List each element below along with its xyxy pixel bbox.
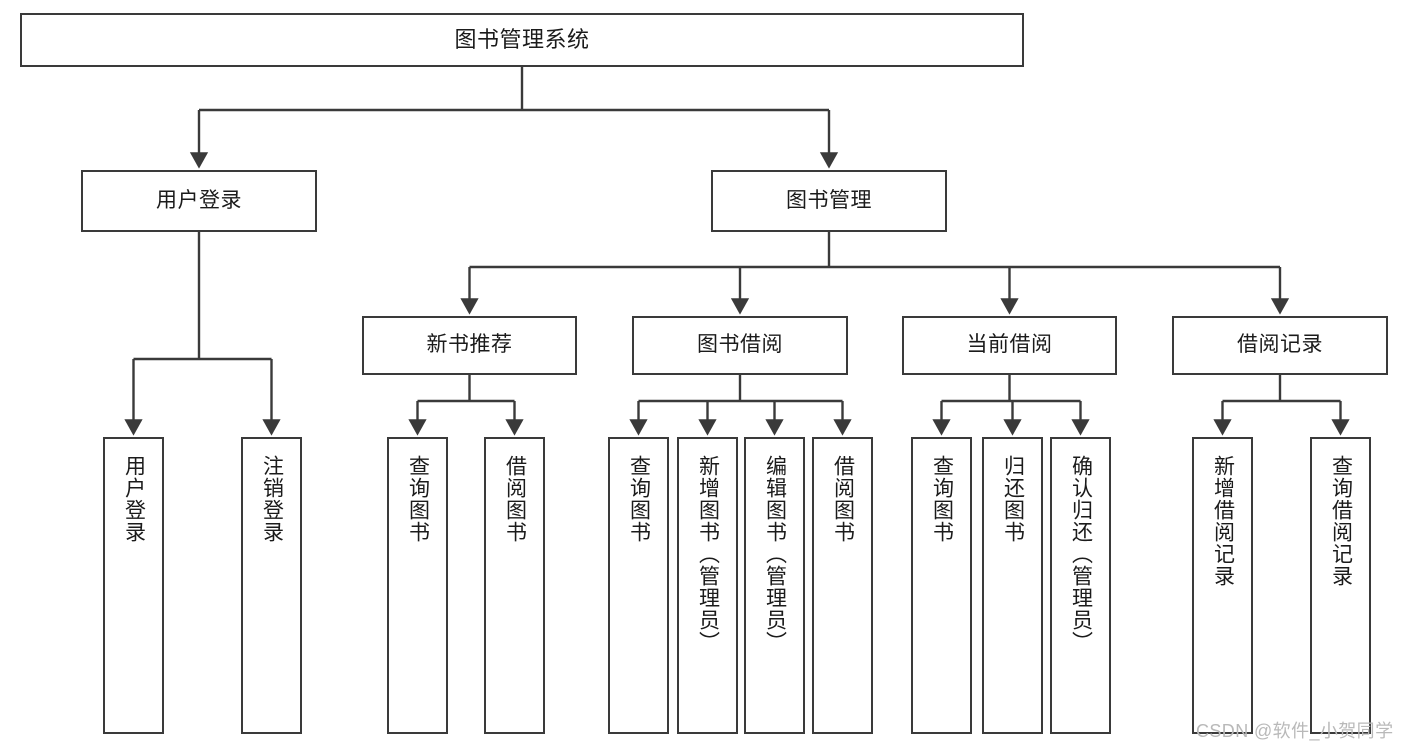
node-login[interactable]: 用户登录: [81, 170, 317, 232]
node-records[interactable]: 借阅记录: [1172, 316, 1388, 375]
node-leaf-login-2[interactable]: 注销登录: [241, 437, 302, 734]
node-label: 图书借阅: [697, 333, 783, 357]
node-leaf-borrow-2[interactable]: 新增图书（管理员）: [677, 437, 738, 734]
node-label: 当前借阅: [966, 333, 1053, 357]
node-leaf-new-1[interactable]: 查询图书: [387, 437, 448, 734]
node-leaf-borrow-3[interactable]: 编辑图书（管理员）: [744, 437, 805, 734]
node-leaf-cur-3[interactable]: 确认归还（管理员）: [1050, 437, 1111, 734]
node-newbook[interactable]: 新书推荐: [362, 316, 577, 375]
node-label: 注销登录: [260, 455, 284, 543]
node-label: 新增借阅记录: [1211, 455, 1235, 587]
node-leaf-borrow-4[interactable]: 借阅图书: [812, 437, 873, 734]
node-label: 借阅图书: [831, 455, 855, 543]
node-label: 新增图书（管理员）: [696, 455, 720, 653]
node-label: 用户登录: [122, 455, 146, 543]
node-leaf-cur-2[interactable]: 归还图书: [982, 437, 1043, 734]
node-bookmgmt[interactable]: 图书管理: [711, 170, 947, 232]
node-leaf-rec-1[interactable]: 新增借阅记录: [1192, 437, 1253, 734]
node-current[interactable]: 当前借阅: [902, 316, 1117, 375]
node-leaf-rec-2[interactable]: 查询借阅记录: [1310, 437, 1371, 734]
node-leaf-login-1[interactable]: 用户登录: [103, 437, 164, 734]
node-label: 查询图书: [627, 455, 651, 543]
node-label: 编辑图书（管理员）: [763, 455, 787, 653]
node-leaf-new-2[interactable]: 借阅图书: [484, 437, 545, 734]
node-borrow[interactable]: 图书借阅: [632, 316, 848, 375]
csdn-watermark: CSDN @软件_小贺同学: [1196, 721, 1394, 741]
node-label: 借阅记录: [1237, 333, 1323, 357]
node-leaf-cur-1[interactable]: 查询图书: [911, 437, 972, 734]
node-label: 查询借阅记录: [1329, 455, 1353, 587]
node-root[interactable]: 图书管理系统: [20, 13, 1024, 67]
node-label: 借阅图书: [503, 455, 527, 543]
node-label: 图书管理系统: [454, 27, 590, 53]
node-label: 图书管理: [786, 188, 872, 212]
node-label: 查询图书: [930, 455, 954, 543]
node-label: 新书推荐: [426, 333, 513, 357]
node-label: 归还图书: [1001, 455, 1025, 543]
node-label: 用户登录: [156, 188, 242, 212]
node-label: 确认归还（管理员）: [1069, 455, 1093, 653]
node-label: 查询图书: [406, 455, 430, 543]
node-leaf-borrow-1[interactable]: 查询图书: [608, 437, 669, 734]
